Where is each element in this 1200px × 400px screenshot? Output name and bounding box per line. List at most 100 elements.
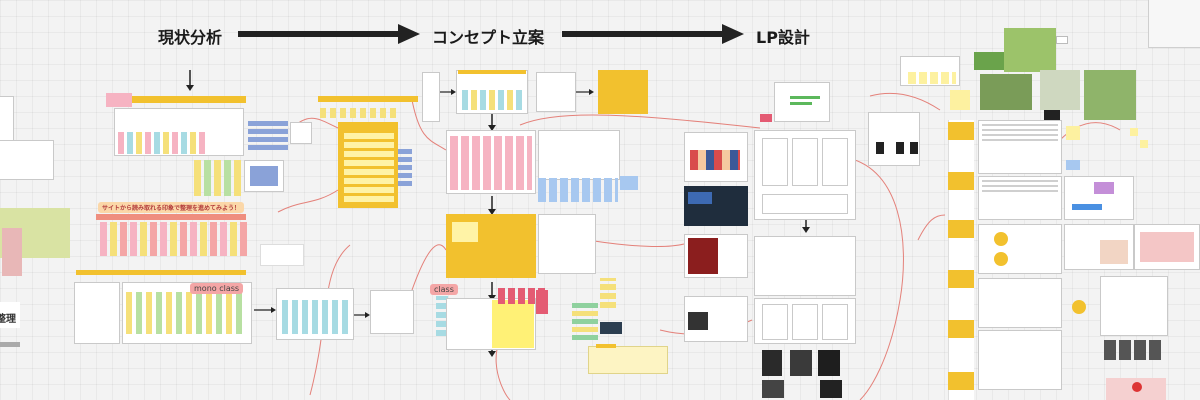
- lp-photo-1: [762, 350, 782, 376]
- lp-copy-block-5[interactable]: [978, 330, 1062, 390]
- lp-photo-4: [762, 380, 784, 398]
- synthesis-inner-notes: [344, 130, 394, 202]
- phase-arrow-2: [562, 24, 744, 44]
- hint-banner: サイトから読み取れる印象で整理を進めてみよう！: [98, 202, 245, 213]
- phase-title-analysis: 現状分析: [158, 28, 223, 47]
- concept-blue-notes: [538, 178, 618, 202]
- phase-title-concept: コンセプト立案: [432, 28, 545, 47]
- lp-section-4: [948, 270, 974, 288]
- lp-wireframe-mid[interactable]: [754, 236, 856, 296]
- persona-board[interactable]: [868, 112, 920, 166]
- lp-wf-bottom-col-3: [822, 304, 848, 340]
- frame-label: [1056, 38, 1070, 46]
- lp-copy-block-4[interactable]: [978, 278, 1062, 328]
- persona-icon-1: [876, 142, 884, 154]
- lp-side-sticky-2: [1066, 160, 1080, 170]
- analysis-blue-notes: [248, 120, 288, 150]
- synthesis-blue-column: [398, 146, 412, 186]
- lp-side-sticky-1: [1066, 126, 1080, 140]
- analysis-yellow-header: [130, 96, 246, 103]
- research-notes: [908, 72, 956, 84]
- photo-family-2: [1004, 28, 1056, 72]
- analysis-board-small[interactable]: [370, 290, 414, 334]
- lp-circle-2: [994, 252, 1008, 266]
- concept-photo-thumb: [600, 322, 622, 334]
- lp-red-marker: [760, 114, 772, 122]
- synthesis-top-notes: [320, 108, 400, 118]
- analysis-sticky-cluster: [194, 160, 244, 196]
- class-tag[interactable]: class: [430, 284, 458, 295]
- concept-red-stack: [536, 290, 548, 314]
- lp-section-5: [948, 320, 974, 338]
- persona-icon-2: [896, 142, 904, 154]
- ref-lp-3[interactable]: [1100, 276, 1168, 336]
- matrix-table-left[interactable]: [74, 282, 120, 344]
- synthesis-yellow-header: [318, 96, 418, 102]
- mono-class-tag[interactable]: mono class: [190, 283, 244, 294]
- lp-wf-bottom-col-1: [762, 304, 788, 340]
- down-arrow-analysis: [186, 70, 194, 91]
- ref-lp-2-img: [1140, 232, 1194, 262]
- down-arrow-concept-2: [488, 196, 496, 215]
- lp-survey-bar-1: [790, 96, 820, 99]
- phase-title-lp-design: LP設計: [756, 28, 810, 47]
- lp-photo-5: [820, 380, 842, 398]
- concept-text-card[interactable]: [536, 72, 576, 112]
- ref-diagram-shape: [1094, 182, 1114, 194]
- photo-tag: [1056, 36, 1068, 44]
- left-edge-text: を整理: [0, 314, 16, 325]
- concept-yellow-column: [600, 278, 616, 308]
- concept-text-doc[interactable]: [538, 214, 596, 274]
- persona-icon-3: [910, 142, 918, 154]
- lp-wf-footer: [762, 194, 848, 214]
- lp-copy-block-3[interactable]: [978, 224, 1062, 274]
- right-circle: [1072, 300, 1086, 314]
- concept-table-board[interactable]: [538, 130, 620, 180]
- concept-yellow-card[interactable]: [598, 70, 648, 114]
- concept-doc-left[interactable]: [422, 72, 440, 122]
- lp-section-3: [948, 220, 974, 238]
- canvas-frame-corner: [1148, 0, 1200, 48]
- phase-arrow-1: [238, 24, 420, 44]
- analysis-pink-notes: [106, 93, 132, 107]
- lp-wf-col-1: [762, 138, 788, 186]
- right-sticky-b: [1130, 128, 1138, 136]
- matrix-yellow-header: [76, 270, 246, 275]
- photo-family-5: [1084, 70, 1136, 120]
- down-arrow-lp: [802, 218, 810, 233]
- final-lp-column[interactable]: [948, 120, 974, 400]
- concept-green-notes: [572, 300, 598, 340]
- lp-section-6: [948, 372, 974, 390]
- lp-competitor-2-img: [688, 192, 712, 204]
- matrix-sticky-fill: [126, 292, 246, 334]
- hint-banner-line: [96, 214, 246, 220]
- lp-wf-bottom-col-2: [792, 304, 818, 340]
- lp-photo-2: [790, 350, 812, 376]
- analysis-blue-fill: [250, 166, 278, 186]
- photo-thumb-dark: [1044, 110, 1060, 122]
- lp-competitor-4-img: [688, 312, 708, 330]
- right-sticky-a: [1140, 140, 1148, 148]
- lp-competitor-1-img: [690, 150, 740, 170]
- left-edge-board-2[interactable]: [0, 140, 54, 180]
- lp-wf-col-3: [822, 138, 848, 186]
- left-edge-scroll: [0, 342, 20, 347]
- ref-lp-4-dot: [1132, 382, 1142, 392]
- concept-blue-strip: [436, 296, 448, 336]
- lp-circle-1: [994, 232, 1008, 246]
- analysis-mini-board[interactable]: [290, 122, 312, 144]
- left-edge-note: を整理: [0, 302, 20, 328]
- lp-copy-block-1[interactable]: [978, 120, 1062, 174]
- lp-copy-block-2[interactable]: [978, 176, 1062, 220]
- concept-pink-notes: [450, 136, 532, 190]
- concept-red-notes: [498, 288, 548, 304]
- concept-memo-tab: [596, 344, 616, 348]
- concept-top-notes: [462, 90, 524, 110]
- photo-family-3: [980, 74, 1032, 110]
- lp-competitor-3-img: [688, 238, 718, 274]
- concept-yellow-memo[interactable]: [588, 346, 668, 374]
- concept-top-header: [458, 70, 526, 74]
- concept-blue-extra: [620, 176, 638, 190]
- ref-lp-1-img: [1100, 240, 1128, 264]
